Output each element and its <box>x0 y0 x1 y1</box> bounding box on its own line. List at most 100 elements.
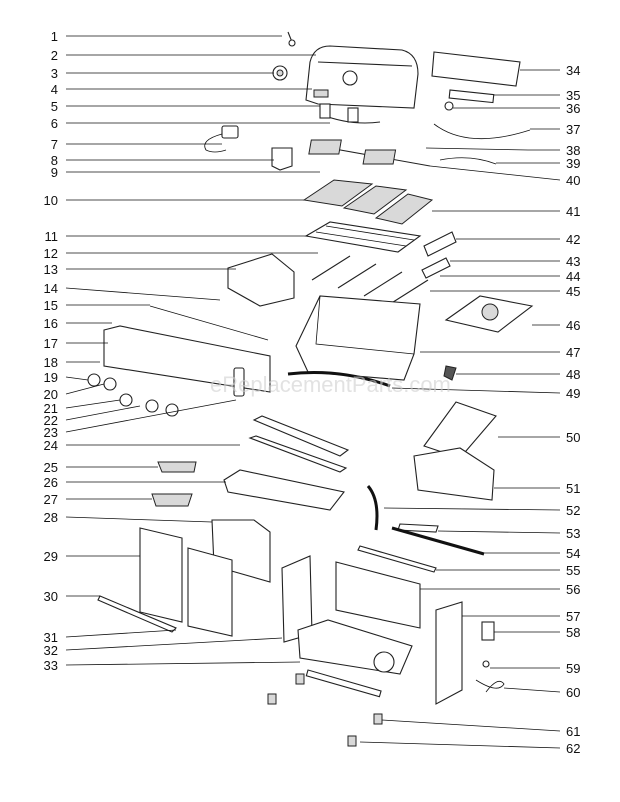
callout-label-16: 16 <box>44 316 58 331</box>
callout-label-41: 41 <box>566 204 580 219</box>
callout-label-1: 1 <box>51 29 58 44</box>
part-9-rotisserie <box>308 139 431 167</box>
callout-label-40: 40 <box>566 173 580 188</box>
part-42-box <box>421 231 457 279</box>
callout-label-57: 57 <box>566 609 580 624</box>
leader-line-23 <box>65 399 237 433</box>
part-5-handle <box>319 103 381 124</box>
callout-label-50: 50 <box>566 430 580 445</box>
callout-label-61: 61 <box>566 724 580 739</box>
part-1-screw <box>287 31 296 47</box>
part-49-hose <box>287 371 391 388</box>
leader-line-40 <box>429 165 561 181</box>
callout-label-25: 25 <box>44 460 58 475</box>
callout-label-32: 32 <box>44 643 58 658</box>
part-2-lid <box>305 45 419 109</box>
part-7-igniter <box>204 125 239 153</box>
leader-line-53 <box>437 530 561 534</box>
callout-label-39: 39 <box>566 156 580 171</box>
callout-label-29: 29 <box>44 549 58 564</box>
leader-line-14 <box>65 287 221 301</box>
callout-label-23: 23 <box>44 425 58 440</box>
callout-label-62: 62 <box>566 741 580 756</box>
leader-line-61 <box>381 719 561 732</box>
part-53-rails <box>357 523 485 573</box>
part-12-burner-tubes <box>311 255 429 305</box>
callout-label-31: 31 <box>44 630 58 645</box>
callout-label-27: 27 <box>44 492 58 507</box>
part-46-side-burner <box>444 295 534 333</box>
callout-label-55: 55 <box>566 563 580 578</box>
callout-label-35: 35 <box>566 88 580 103</box>
part-47-firebox <box>295 295 421 381</box>
part-10-cooking-grates <box>302 179 434 225</box>
leader-line-32 <box>65 637 283 651</box>
part-50-bin <box>413 401 497 501</box>
callout-label-45: 45 <box>566 284 580 299</box>
callout-label-46: 46 <box>566 318 580 333</box>
part-52-hose <box>366 485 379 531</box>
callout-label-36: 36 <box>566 101 580 116</box>
callout-label-15: 15 <box>44 298 58 313</box>
callout-label-30: 30 <box>44 589 58 604</box>
callout-label-43: 43 <box>566 254 580 269</box>
callout-label-20: 20 <box>44 387 58 402</box>
part-48-clip <box>443 365 457 381</box>
callout-label-44: 44 <box>566 269 580 284</box>
parts-illustration <box>87 31 534 747</box>
callout-label-48: 48 <box>566 367 580 382</box>
callout-label-7: 7 <box>51 137 58 152</box>
callout-label-33: 33 <box>44 658 58 673</box>
part-34-40-right-top <box>425 51 531 165</box>
callout-label-42: 42 <box>566 232 580 247</box>
callout-label-54: 54 <box>566 546 580 561</box>
callout-label-9: 9 <box>51 165 58 180</box>
part-24-rails <box>248 415 350 473</box>
part-25-tray <box>151 461 197 507</box>
callout-label-21: 21 <box>44 401 58 416</box>
leader-line-22 <box>65 405 141 421</box>
callout-label-11: 11 <box>45 229 59 244</box>
leader-line-21 <box>65 399 121 409</box>
callout-label-8: 8 <box>51 153 58 168</box>
callout-label-47: 47 <box>566 345 580 360</box>
part-23-canister <box>233 367 245 397</box>
callout-label-18: 18 <box>44 355 58 370</box>
part-3-thermometer <box>272 65 288 81</box>
callout-label-5: 5 <box>51 99 58 114</box>
callout-label-10: 10 <box>44 193 58 208</box>
part-19-knobs <box>87 373 179 417</box>
callout-label-22: 22 <box>44 413 58 428</box>
part-17-control-panel <box>103 305 271 393</box>
callout-label-59: 59 <box>566 661 580 676</box>
leader-line-31 <box>65 629 177 638</box>
callout-label-51: 51 <box>566 481 580 496</box>
callout-label-4: 4 <box>51 82 58 97</box>
callout-label-49: 49 <box>566 386 580 401</box>
callout-label-13: 13 <box>44 262 58 277</box>
callout-label-6: 6 <box>51 116 58 131</box>
callout-label-17: 17 <box>44 336 58 351</box>
part-61-casters <box>267 669 383 747</box>
leader-line-62 <box>359 741 561 749</box>
part-57-side-panel <box>435 601 463 705</box>
callout-label-26: 26 <box>44 475 58 490</box>
part-13-cover <box>227 253 295 307</box>
leader-line-33 <box>65 661 301 666</box>
part-33-bottom-shelf <box>297 619 413 675</box>
callout-label-14: 14 <box>44 281 58 296</box>
leader-line-52 <box>383 507 561 511</box>
callout-label-58: 58 <box>566 625 580 640</box>
callout-label-37: 37 <box>566 122 580 137</box>
callout-label-19: 19 <box>44 370 58 385</box>
watermark-text: eReplacementParts.com <box>210 372 451 397</box>
leader-line-28 <box>65 516 213 523</box>
part-30-bar <box>97 595 177 633</box>
callout-label-2: 2 <box>51 48 58 63</box>
callout-label-3: 3 <box>51 66 58 81</box>
callout-label-38: 38 <box>566 143 580 158</box>
part-56-back-panel <box>335 561 421 629</box>
part-26-drip-pan <box>223 469 345 511</box>
callout-layer: 1234567891011121314151617181920212223242… <box>44 29 581 756</box>
